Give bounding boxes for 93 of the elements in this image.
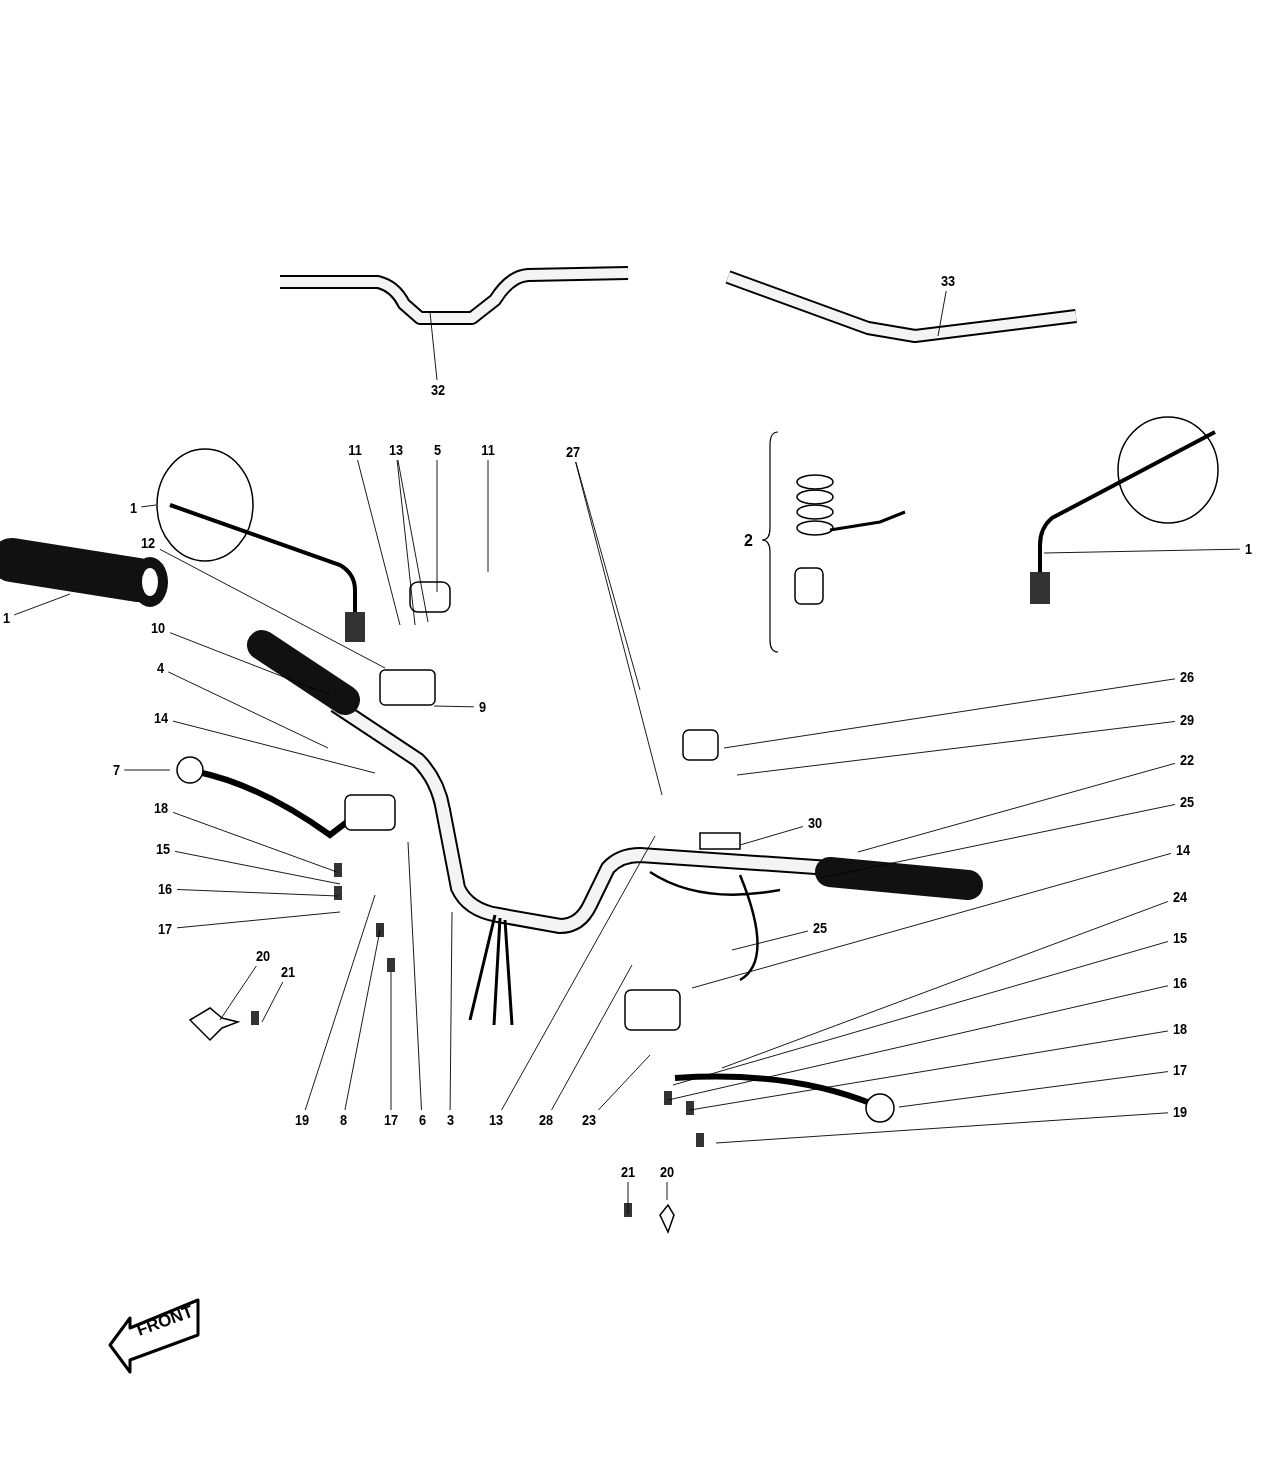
callout-number: 21: [616, 1163, 640, 1181]
leader-line: [172, 811, 338, 873]
leader-line: [857, 762, 1176, 853]
leader-line: [898, 1071, 1169, 1108]
leader-line: [172, 720, 376, 774]
callout-number: 18: [149, 799, 173, 817]
callout-number: 17: [153, 920, 177, 938]
leader-line: [433, 705, 475, 708]
callout-number: 18: [1168, 1020, 1192, 1038]
callout-number: 33: [936, 272, 960, 290]
callout-number: 5: [429, 441, 445, 459]
callout-number: 30: [803, 814, 827, 832]
leader-line: [167, 671, 329, 749]
leader-line: [174, 850, 341, 885]
leader-line: [575, 461, 641, 691]
callout-number: 13: [384, 441, 408, 459]
callout-number: 17: [379, 1111, 403, 1129]
callout-number: 14: [149, 709, 173, 727]
callout-number: 14: [1171, 841, 1195, 859]
callout-number: 15: [151, 840, 175, 858]
leader-line: [390, 971, 392, 1111]
leader-line: [344, 929, 381, 1111]
leader-line: [123, 769, 171, 771]
leader-line: [304, 894, 376, 1111]
callout-number: 25: [1175, 793, 1199, 811]
leader-line: [736, 721, 1176, 776]
callout-number: 17: [1168, 1061, 1192, 1079]
leader-line: [819, 804, 1176, 879]
leader-line: [436, 459, 438, 593]
leader-line: [13, 593, 71, 616]
leader-line: [176, 889, 339, 897]
callout-number: 8: [335, 1111, 351, 1129]
leader-line: [721, 901, 1169, 1069]
callout-number: 16: [1168, 974, 1192, 992]
callout-number: 29: [1175, 711, 1199, 729]
leader-line: [1043, 548, 1241, 554]
leader-line: [261, 981, 284, 1023]
leader-line: [667, 985, 1169, 1101]
callout-number: 20: [251, 947, 275, 965]
callout-number: 19: [290, 1111, 314, 1129]
leader-line: [666, 1181, 668, 1201]
leader-line: [449, 911, 453, 1111]
leader-line: [731, 930, 809, 951]
callout-number: 22: [1175, 751, 1199, 769]
leader-line: [407, 841, 422, 1111]
callout-number: 20: [655, 1163, 679, 1181]
leader-line: [672, 941, 1169, 1086]
leader-line: [597, 1054, 651, 1111]
callout-number: 2: [744, 532, 753, 550]
leader-line: [219, 965, 257, 1021]
callout-number: 12: [136, 534, 160, 552]
leader-line: [357, 459, 401, 626]
callout-number: 7: [108, 761, 124, 779]
callout-number: 15: [1168, 929, 1192, 947]
callout-number: 6: [414, 1111, 430, 1129]
leader-line: [937, 290, 947, 337]
callout-number: 11: [343, 441, 367, 459]
leader-line: [627, 1181, 629, 1215]
callout-number: 19: [1168, 1103, 1192, 1121]
callout-number: 32: [426, 381, 450, 399]
callout-number: 1: [125, 499, 141, 517]
leader-line: [689, 1030, 1169, 1111]
leader-line: [487, 459, 489, 573]
callout-number: 24: [1168, 888, 1192, 906]
leader-line: [723, 678, 1176, 749]
callout-number: 26: [1175, 668, 1199, 686]
leader-line: [575, 461, 663, 796]
callout-number: 28: [534, 1111, 558, 1129]
callout-number: 23: [577, 1111, 601, 1129]
leader-line: [501, 835, 656, 1111]
callout-number: 13: [484, 1111, 508, 1129]
callout-number: 16: [153, 880, 177, 898]
callout-number: 25: [808, 919, 832, 937]
leader-line: [397, 459, 429, 623]
callout-number: 4: [152, 659, 168, 677]
leader-line: [715, 1112, 1169, 1144]
leader-line: [176, 911, 341, 929]
leader-line: [691, 852, 1172, 989]
leader-line: [140, 504, 157, 508]
leader-line: [739, 826, 804, 846]
callout-number: 10: [146, 619, 170, 637]
leader-line: [396, 459, 416, 626]
callout-number: 1: [0, 609, 14, 627]
callout-number: 21: [276, 963, 300, 981]
callout-number: 1: [1240, 540, 1256, 558]
leader-line: [429, 311, 438, 381]
leader-line: [169, 632, 331, 696]
callout-number: 3: [442, 1111, 458, 1129]
callout-number: 27: [561, 443, 585, 461]
leader-line: [159, 548, 386, 669]
leader-line: [551, 964, 633, 1111]
callout-number: 11: [476, 441, 500, 459]
callout-number: 9: [474, 698, 490, 716]
